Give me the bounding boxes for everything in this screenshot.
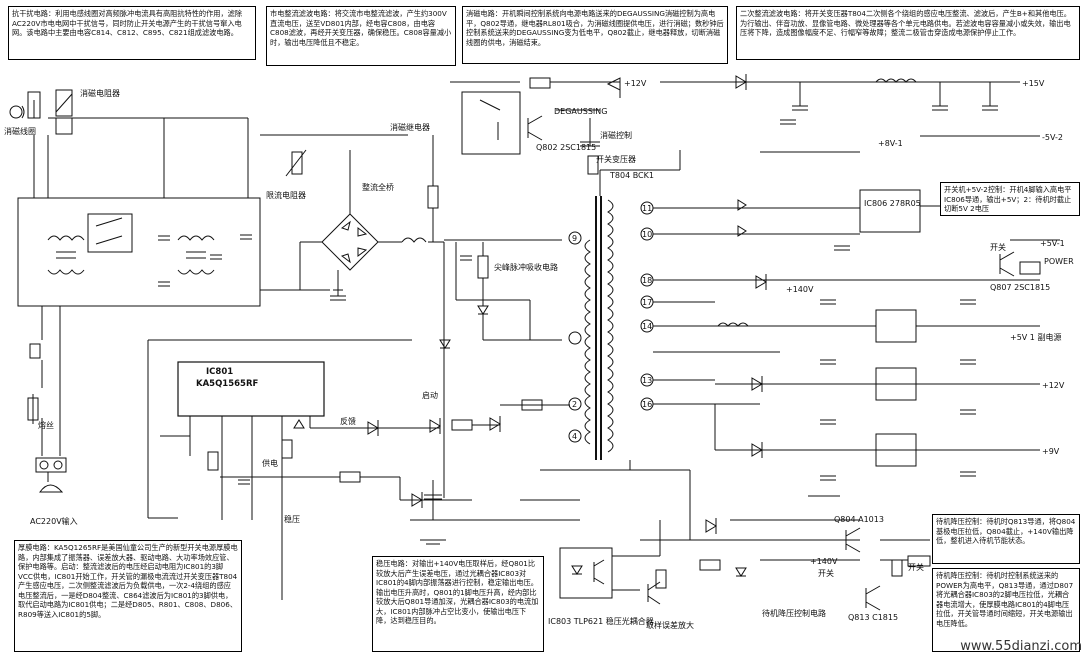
label-ic806: IC806 278R05 bbox=[864, 199, 921, 208]
label-degauss-relay: 消磁继电器 bbox=[390, 122, 430, 132]
rail-label: +140V bbox=[786, 285, 814, 294]
pin-label: 14 bbox=[642, 322, 652, 331]
label-q807: Q807 2SC1815 bbox=[990, 283, 1050, 292]
label-degauss-ctrl: 消磁控制 bbox=[600, 130, 632, 140]
pin-label: 4 bbox=[572, 432, 577, 441]
note-degauss: 消磁电路：开机瞬间控制系统向电源电路送来的DEGAUSSING消磁控制为高电平，… bbox=[462, 6, 728, 64]
pin-label: 10 bbox=[642, 230, 652, 239]
label-ic801-part: KA5Q1565RF bbox=[196, 379, 259, 389]
q813-symbol bbox=[865, 585, 881, 611]
pin-label: 16 bbox=[642, 400, 652, 409]
cn802-connector bbox=[35, 457, 67, 473]
q807-symbol bbox=[999, 251, 1015, 277]
label-xfmr-ref: T804 BCK1 bbox=[609, 171, 654, 180]
label-thermistor: 限流电阻器 bbox=[266, 190, 306, 200]
label-optocoupler: IC803 TLP621 稳压光耦合器 bbox=[548, 616, 654, 626]
pin-label: 13 bbox=[642, 376, 652, 385]
label-feedback: 反馈 bbox=[340, 416, 356, 426]
rail-label: +8V-1 bbox=[878, 139, 903, 148]
q801-symbol bbox=[647, 581, 661, 605]
degauss-resistor bbox=[55, 89, 73, 117]
label-q804: Q804 A1013 bbox=[834, 515, 884, 524]
ic803-optocoupler bbox=[559, 547, 613, 599]
label-fuse: 熔丝 bbox=[38, 420, 54, 430]
psw-switch bbox=[87, 213, 133, 253]
label-q813: Q813 C1815 bbox=[848, 613, 898, 622]
bridge-vd801 bbox=[321, 213, 379, 271]
pin-label: 18 bbox=[642, 276, 652, 285]
label-sw3: 开关 bbox=[908, 562, 924, 572]
label-start: 启动 bbox=[422, 390, 438, 400]
ntc801 bbox=[291, 151, 303, 175]
label-sample-amp: 取样误差放大 bbox=[646, 620, 694, 630]
ic801-box bbox=[177, 361, 325, 417]
label-xfmr: 开关变压器 bbox=[596, 154, 636, 164]
note-regulator: 稳压电路：对输出+140V电压取样后，经Q801比较放大后产生误差电压，通过光耦… bbox=[372, 556, 544, 652]
pin-label: 2 bbox=[572, 400, 577, 409]
rail-label: +5V-1 bbox=[1040, 239, 1065, 248]
ic806-box bbox=[859, 189, 921, 233]
degauss-relay bbox=[461, 91, 521, 155]
ic804-box bbox=[875, 367, 917, 401]
pin-label: 11 bbox=[642, 204, 652, 213]
label-ac-input: AC220V输入 bbox=[30, 516, 78, 526]
label-sw2: 开关 bbox=[818, 568, 834, 578]
label-power: POWER bbox=[1044, 257, 1074, 266]
ic807-box bbox=[875, 433, 917, 467]
label-degauss-resistor: 消磁电阻器 bbox=[80, 88, 120, 98]
label-degauss-coil: 消磁线圈 bbox=[4, 126, 36, 136]
label-standby-circuit: 待机降压控制电路 bbox=[762, 608, 826, 618]
rail-label: +140V bbox=[810, 557, 838, 566]
label-spike: 尖峰脉冲吸收电路 bbox=[494, 262, 558, 272]
label-q802: Q802 2SC1815 bbox=[536, 143, 596, 152]
label-bridge: 整流全桥 bbox=[362, 182, 394, 192]
label-ic801: IC801 bbox=[206, 367, 233, 377]
label-degaussing: DEGAUSSING bbox=[554, 107, 607, 116]
note-standby: 开关机+5V-2控制：开机4脚输入高电平IC806导通，输出+5V；2：待机时截… bbox=[940, 182, 1080, 216]
note-power-switch: 待机降压控制：待机时控制系统送来的POWER为高电平，Q813导通，通过D807… bbox=[932, 568, 1080, 652]
note-thick-film: 厚膜电路：KA5Q1265RF是美国仙童公司生产的新型开关电源厚膜电路，内部集成… bbox=[14, 540, 242, 652]
q802-symbol bbox=[527, 115, 543, 141]
label-stabilize: 稳压 bbox=[284, 514, 300, 524]
rail-label: +12V bbox=[1042, 381, 1065, 390]
rail-label: +12V bbox=[624, 79, 647, 88]
emi-filter-box bbox=[17, 197, 261, 307]
label-supply: 供电 bbox=[262, 458, 278, 468]
note-secondary: 二次整流滤波电路：将开关变压器T804二次侧各个绕组的感应电压整流、滤波后，产生… bbox=[736, 6, 1080, 60]
pin-label: 17 bbox=[642, 298, 652, 307]
ic805-box bbox=[875, 309, 917, 343]
watermark: www.55dianzi.com bbox=[960, 639, 1082, 654]
note-standby-ctrl: 待机降压控制：待机时Q813导通，将Q804基极电压拉低，Q804截止，+140… bbox=[932, 514, 1080, 564]
degauss-coil-symbol bbox=[9, 105, 23, 119]
label-sw1: 开关 bbox=[990, 242, 1006, 252]
note-anti-interference: 抗干扰电路：利用电感线圈对高频脉冲电流具有高阻抗特性的作用，滤除AC220V市电… bbox=[8, 6, 256, 60]
q804-symbol bbox=[845, 527, 861, 553]
t802-coil bbox=[47, 235, 85, 241]
pin-label: 9 bbox=[572, 234, 577, 243]
rail-label: +15V bbox=[1022, 79, 1045, 88]
label-audio-power: +5V 1 副电源 bbox=[1010, 332, 1061, 342]
rail-label: +9V bbox=[1042, 447, 1060, 456]
rail-label: -5V-2 bbox=[1042, 133, 1063, 142]
note-rectifier: 市电整流滤波电路：将交流市电整流滤波，产生约300V直流电压，送至VD801内部… bbox=[266, 6, 456, 66]
